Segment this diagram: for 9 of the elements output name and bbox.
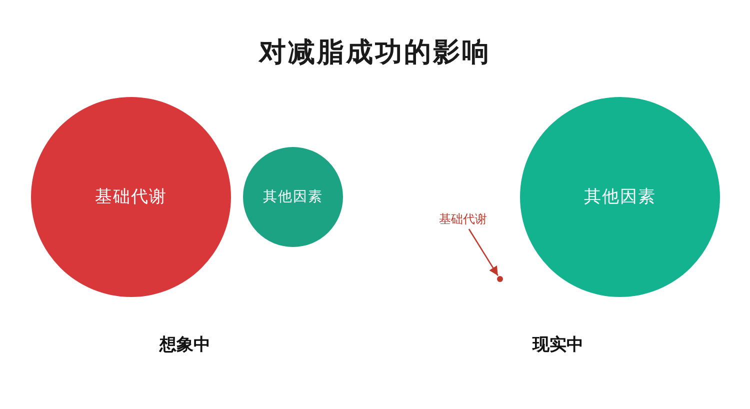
circle-label: 其他因素: [263, 188, 323, 206]
circle-label: 其他因素: [584, 186, 656, 208]
caption-label: 想象中: [158, 334, 212, 356]
caption-label: 现实中: [531, 334, 584, 356]
title: 对减脂成功的影响: [257, 36, 492, 70]
annotation-text: 基础代谢: [430, 211, 496, 228]
leader-arrow: [468, 228, 498, 276]
circle-label: 基础代谢: [95, 186, 167, 208]
dot-icon: [497, 276, 503, 282]
